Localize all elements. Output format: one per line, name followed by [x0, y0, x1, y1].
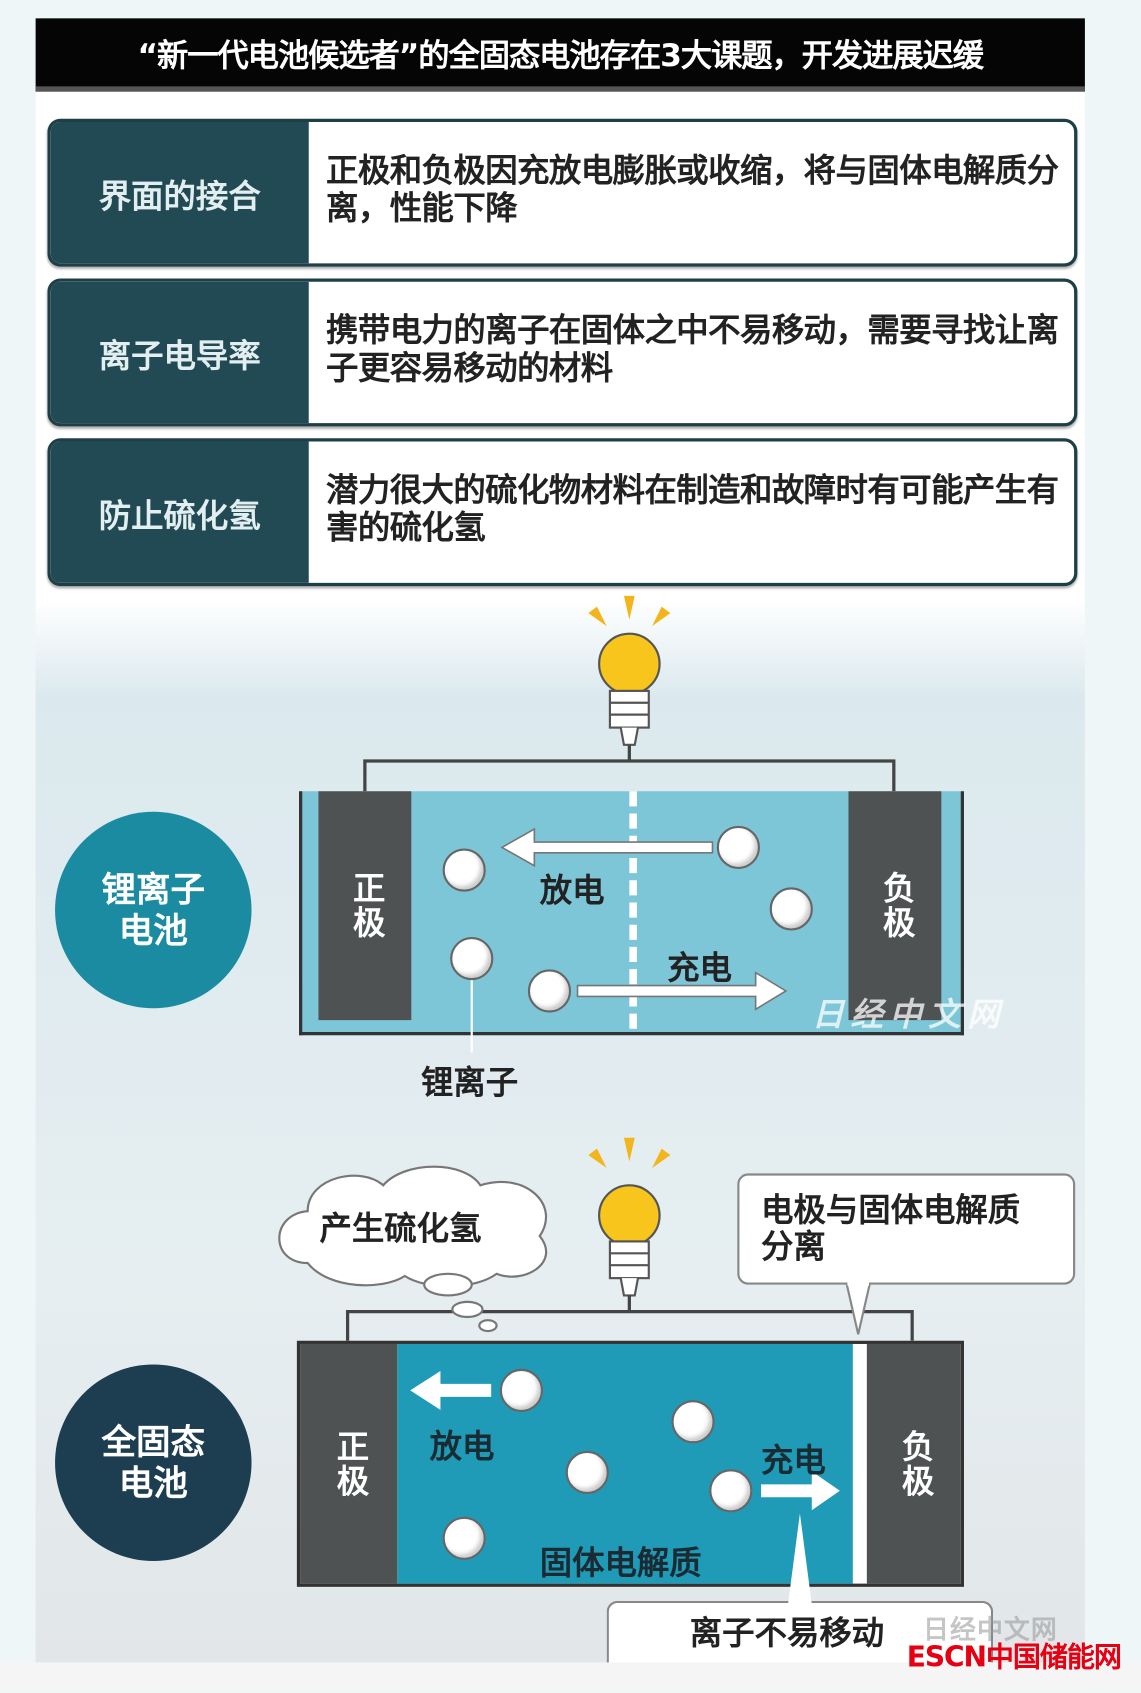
positive-electrode: 正极: [318, 791, 412, 1021]
ion: [527, 969, 572, 1013]
ion: [565, 1450, 609, 1495]
ion: [716, 825, 760, 869]
title-bar: “新一代电池候选者”的全固态电池存在3大课题，开发进展迟缓: [35, 18, 1085, 92]
negative-electrode: 负极: [866, 1343, 961, 1584]
charge-label: 充电: [667, 949, 732, 988]
lithium-battery-badge: 锂离子电池: [55, 811, 252, 1009]
separation-callout: 电极与固体电解质分离: [737, 1173, 1076, 1285]
bulb-icon: [363, 595, 896, 792]
ion: [442, 1516, 486, 1560]
ion: [709, 1469, 753, 1513]
issue-row: 防止硫化氢 潜力很大的硫化物材料在制造和故障时有可能产生有害的硫化氢: [47, 438, 1078, 587]
ion: [442, 848, 486, 892]
positive-electrode: 正极: [300, 1343, 398, 1584]
issue-text: 携带电力的离子在固体之中不易移动，需要寻找让离子更容易移动的材料: [326, 311, 1059, 388]
discharge-label: 放电: [429, 1428, 495, 1466]
ion-label: 锂离子: [421, 1064, 519, 1103]
discharge-label: 放电: [539, 872, 605, 911]
hydrogen-sulfide-label: 产生硫化氢: [319, 1210, 482, 1248]
negative-electrode: 负极: [848, 791, 942, 1021]
bulb-icon: [345, 1137, 914, 1341]
watermark: 日经中文网: [811, 996, 1007, 1035]
issue-label: 防止硫化氢: [50, 441, 309, 583]
solid-battery-badge: 全固态电池: [55, 1364, 252, 1561]
callout-pointer: [788, 1513, 812, 1605]
issue-text: 正极和负极因充放电膨胀或收缩，将与固体电解质分离，性能下降: [326, 152, 1059, 228]
issue-label: 界面的接合: [50, 121, 309, 264]
issue-text: 潜力很大的硫化物材料在制造和故障时有可能产生有害的硫化氢: [326, 471, 1059, 548]
callout-pointer: [845, 1282, 872, 1335]
ion: [769, 887, 813, 931]
issue-row: 界面的接合 正极和负极因充放电膨胀或收缩，将与固体电解质分离，性能下降: [47, 118, 1078, 267]
footer-strip: [0, 1662, 1141, 1693]
ion: [671, 1400, 715, 1444]
electrolyte-label: 固体电解质: [539, 1544, 702, 1583]
escn-logo: ESCN中国储能网: [906, 1641, 1122, 1675]
issue-label: 离子电导率: [50, 281, 309, 424]
ion: [499, 1368, 543, 1412]
ion: [450, 937, 494, 981]
watermark: 日经中文网: [922, 1614, 1058, 1646]
issue-row: 离子电导率 携带电力的离子在固体之中不易移动，需要寻找让离子更容易移动的材料: [47, 278, 1078, 427]
cloud-icon: [278, 1165, 548, 1333]
separator: [629, 791, 637, 1029]
charge-label: 充电: [761, 1442, 826, 1480]
